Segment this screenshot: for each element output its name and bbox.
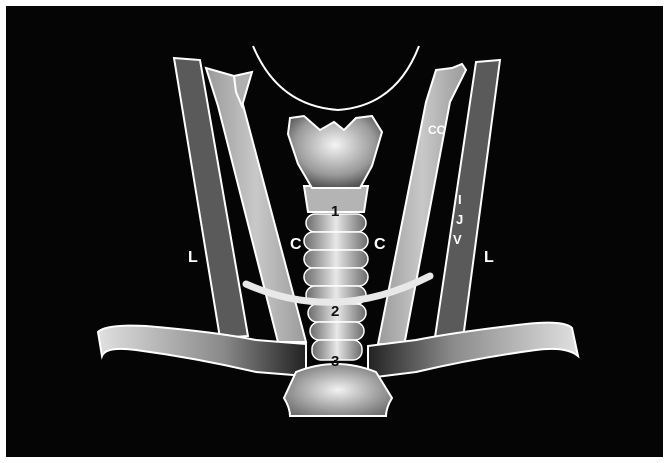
label-level-2: 2: [331, 303, 339, 320]
label-cc: CC: [428, 123, 446, 137]
thyroid-cartilage: [288, 116, 382, 188]
label-right-C: C: [374, 236, 386, 253]
label-level-3: 3: [331, 353, 339, 370]
label-left-C: C: [290, 236, 302, 253]
label-ijv-i: I: [458, 192, 462, 207]
trachea-ring: [304, 268, 368, 286]
trachea: [304, 214, 368, 360]
trachea-ring: [304, 232, 368, 250]
trachea-ring: [310, 322, 364, 340]
label-level-1: 1: [331, 203, 339, 220]
label-ijv-v: V: [453, 232, 462, 247]
label-ijv-j: J: [456, 212, 463, 227]
sternum: [284, 364, 392, 416]
neck-anatomy-diagram: L L C C CC I J V 1 2 3: [6, 6, 663, 457]
label-right-L: L: [484, 249, 494, 266]
trachea-ring: [304, 250, 368, 268]
label-left-L: L: [188, 249, 198, 266]
mandible-outline: [253, 46, 419, 110]
diagram-frame: L L C C CC I J V 1 2 3: [6, 6, 663, 457]
